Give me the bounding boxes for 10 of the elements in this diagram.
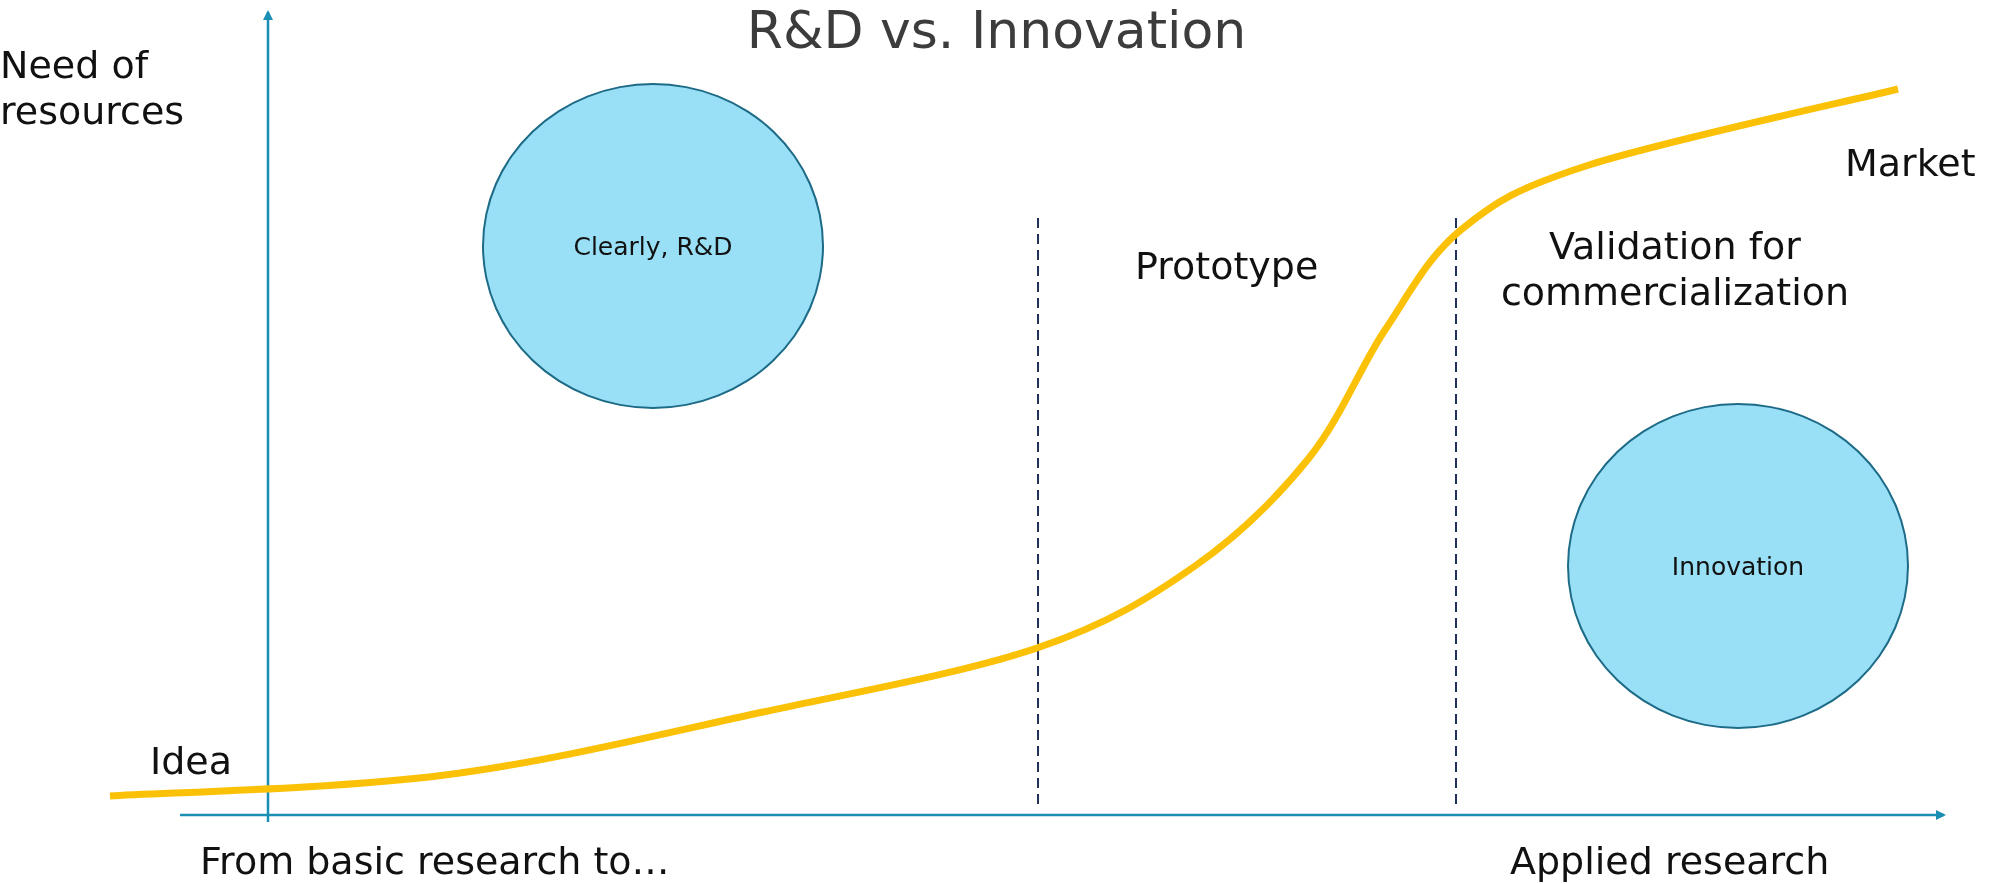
text-label: Applied research	[1510, 838, 1830, 884]
text-label: Idea	[150, 738, 232, 784]
circle-label: Innovation	[1671, 551, 1805, 581]
circle-label: Clearly, R&D	[573, 231, 733, 261]
text-label: Market	[1845, 140, 1976, 186]
title: R&D vs. Innovation	[745, 0, 1248, 60]
text-label: Need of resources	[0, 42, 186, 134]
text-label: From basic research to…	[200, 838, 670, 884]
text-label: Prototype	[1135, 243, 1319, 289]
text-label: Validation for commercialization	[1499, 223, 1851, 315]
